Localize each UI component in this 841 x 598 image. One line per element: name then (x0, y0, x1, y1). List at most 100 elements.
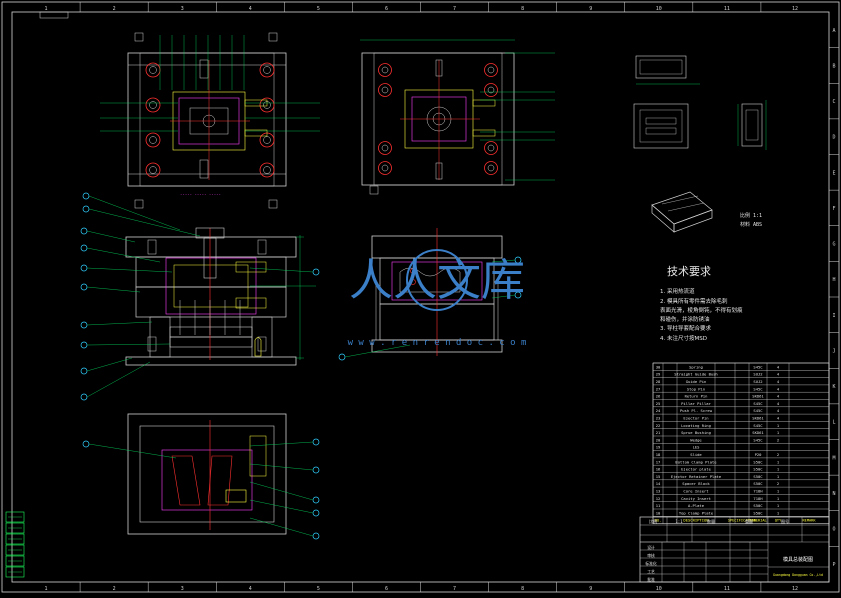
callout-bubble (82, 440, 90, 448)
column-label: 10 (656, 6, 662, 12)
bom-cell-material: S45C (753, 437, 762, 442)
product-side-view (741, 103, 763, 147)
guide-bore (259, 162, 275, 178)
bom-cell-description: Straight Guide Bush (674, 372, 717, 377)
slot (199, 159, 209, 179)
slide-pin (244, 129, 268, 137)
bom-header-no: NO. (655, 518, 662, 523)
bom-cell-no: 26 (656, 394, 661, 399)
column-label: 8 (521, 586, 524, 592)
bom-cell-no: 14 (656, 481, 661, 486)
bom-cell-description: Wedge (690, 437, 702, 442)
product-front-view (633, 103, 689, 149)
bom-cell-qty: 1 (777, 430, 780, 435)
slot (435, 59, 443, 77)
leader-line (249, 517, 314, 537)
column-label: 7 (453, 6, 456, 12)
callout-bubble (80, 264, 88, 272)
bom-cell-description: LES (693, 445, 701, 450)
guide-bore-inner (487, 66, 495, 74)
product-side-inner (745, 109, 759, 141)
slide-pin (472, 129, 496, 137)
slot (435, 162, 443, 180)
bom-cell-no: 27 (656, 386, 661, 391)
sprue-bushing (203, 237, 217, 279)
bom-cell-material: 718H (753, 496, 763, 501)
bom-cell-qty: 4 (777, 394, 780, 399)
angled-lifter (207, 455, 233, 506)
guide-bore (484, 161, 498, 175)
bom-cell-description: Cavity Insert (681, 496, 711, 501)
guide-bore-inner (149, 101, 157, 109)
bom-cell-material: SKD61 (752, 394, 764, 399)
slide-pin (472, 99, 496, 107)
bom-cell-qty: 1 (777, 474, 780, 479)
screw-head (257, 239, 267, 255)
column-label: 2 (113, 586, 116, 592)
bom-cell-material: S45C (753, 401, 762, 406)
column-label: 1 (45, 586, 48, 592)
leader-line (249, 463, 314, 471)
bom-cell-qty: 1 (777, 459, 780, 464)
column-label: 8 (521, 6, 524, 12)
bom-cell-qty: 1 (777, 423, 780, 428)
bom-cell-qty: 1 (777, 503, 780, 508)
cavity-core-insert (165, 257, 257, 315)
ejector-plate (169, 336, 253, 348)
bom-cell-description: A-Plate (688, 503, 705, 508)
left-strip-cell (5, 544, 25, 556)
leader-line (86, 343, 171, 346)
leader-line (249, 267, 314, 273)
product-top-inner (639, 59, 683, 75)
column-label: 3 (181, 586, 184, 592)
column-label: 11 (724, 586, 730, 592)
bom-cell-qty: 1 (777, 510, 780, 515)
title-block (639, 516, 830, 583)
callout-bubble (312, 532, 320, 540)
leader-line (86, 361, 151, 398)
bom-cell-qty: 4 (777, 408, 780, 413)
watermark-logo-ring (406, 249, 468, 311)
guide-bore (145, 162, 161, 178)
leader-line (491, 294, 516, 299)
product-isometric-side (651, 204, 675, 233)
bom-cell-description: Guide Pin (686, 379, 707, 384)
bom-cell-material: S50C (753, 503, 762, 508)
ejector-hole (410, 279, 416, 285)
left-strip-cell (5, 533, 25, 545)
title-header-cell: 1:1 (675, 519, 683, 524)
guide-bore (484, 141, 498, 155)
plan-view-a-plate (139, 52, 275, 187)
bom-cell-qty: 2 (777, 452, 779, 457)
guide-bore-inner (263, 66, 271, 74)
bom-cell-description: Locating Ring (681, 423, 711, 428)
product-slot (645, 117, 677, 125)
row-label: J (832, 348, 835, 354)
leader-line (491, 259, 516, 263)
b-plate (135, 286, 287, 318)
bom-cell-no: 30 (656, 364, 661, 369)
bom-cell-description: Pillar Pillar (681, 401, 711, 406)
bom-cell-material: SUJ2 (753, 372, 762, 377)
guide-bore-inner (381, 66, 389, 74)
row-label: L (832, 420, 835, 426)
lower-view-outline (127, 413, 287, 535)
guide-bore-inner (381, 164, 389, 172)
callout-bubble (80, 393, 88, 401)
bom-cell-no: 12 (656, 496, 661, 501)
column-label: 4 (249, 586, 252, 592)
column-label: 7 (453, 586, 456, 592)
column-label: 9 (589, 586, 592, 592)
ejector-retainer (169, 326, 253, 338)
tech-line-3: 表面光滑，棱角倒钝，不得有划痕 (660, 308, 743, 314)
bom-header-qty: QTY (775, 519, 782, 523)
column-label: 12 (792, 586, 798, 592)
guide-bore-inner (381, 86, 389, 94)
leader-line (249, 441, 314, 447)
bom-cell-qty: 4 (777, 372, 780, 377)
bom-cell-material: S45C (753, 386, 762, 391)
row-label: F (832, 206, 835, 212)
bom-cell-material: S50C (753, 510, 762, 515)
screw-head (257, 336, 267, 352)
bom-cell-material: 718H (753, 489, 763, 494)
